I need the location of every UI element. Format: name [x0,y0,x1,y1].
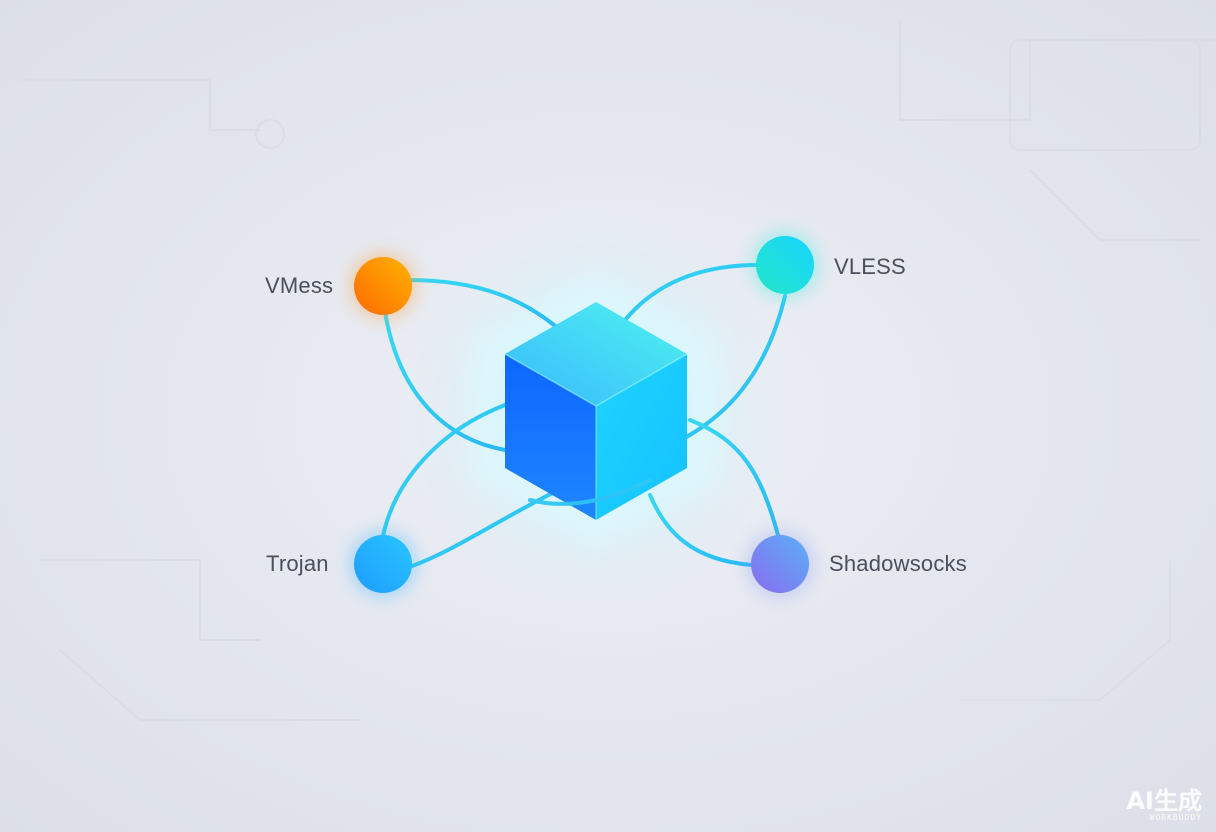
node-vmess [349,252,417,320]
node-label-trojan: Trojan [266,551,329,576]
node-shadowsocks [746,530,814,598]
node-label-vmess: VMess [265,273,334,298]
curve-vmess-loop [383,310,507,452]
node-vless [751,231,819,299]
node-trojan-circle [354,535,412,593]
curve-vmess-shadowsocks-outer [406,278,562,332]
curve-trojan-loop [381,403,507,538]
node-label-shadowsocks: Shadowsocks [829,551,967,576]
node-shadowsocks-circle [751,535,809,593]
node-vmess-circle [354,257,412,315]
front-connection-lines [528,478,652,506]
protocol-nodes [349,231,819,598]
curve-shadowsocks-arc [688,418,780,537]
watermark-title: AI生成 [1126,787,1202,815]
node-label-vless: VLESS [834,254,906,279]
connection-lines [381,263,787,568]
background-circuit-decoration [20,20,1216,721]
cube-icon [504,302,688,520]
watermark-subtitle: WORKBUDDY [1149,813,1202,822]
ai-generated-watermark: AI生成 WORKBUDDY [1126,789,1202,822]
curve-shadowsocks-loop [648,493,754,567]
curve-vless-outer [623,263,760,322]
node-trojan [349,530,417,598]
node-vless-circle [756,236,814,294]
